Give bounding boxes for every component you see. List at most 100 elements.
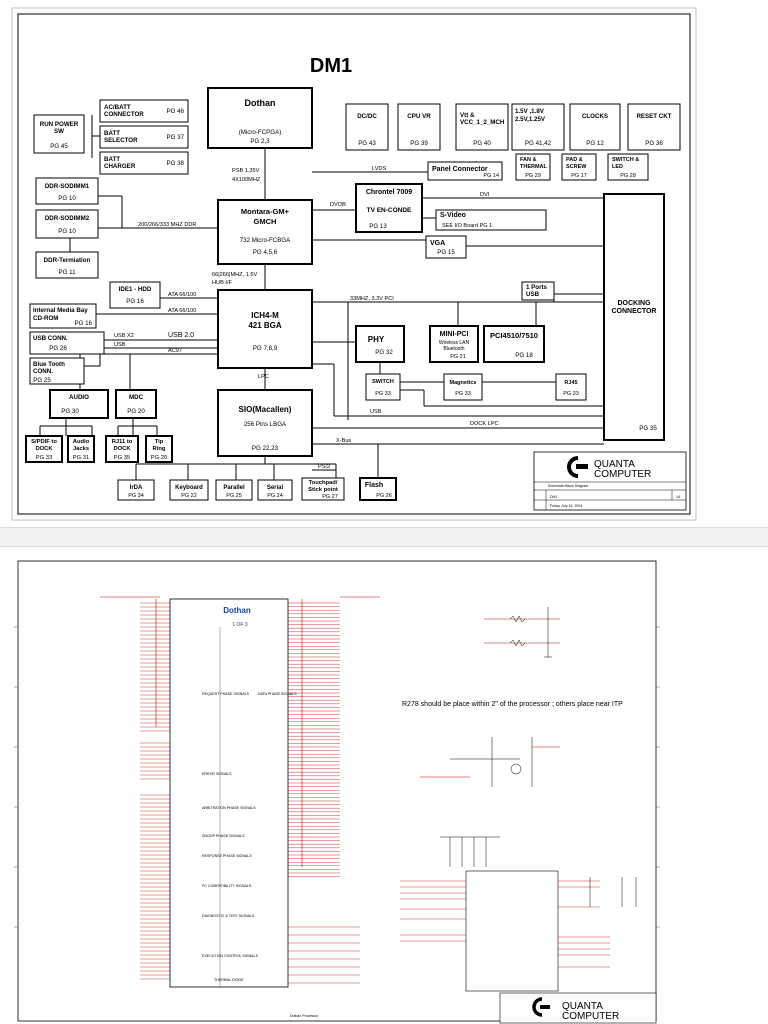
sig-usb-a: USB bbox=[114, 342, 126, 348]
sio-block bbox=[217, 389, 313, 457]
left-pins bbox=[140, 602, 170, 980]
clocks-block bbox=[569, 103, 621, 151]
quanta-logo-icon bbox=[567, 456, 579, 478]
pad-screw-block bbox=[561, 153, 597, 181]
vga-pg: PG 15 bbox=[437, 249, 455, 256]
pci4510-pg: PG 18 bbox=[515, 352, 533, 359]
group-data: DATA PHASE SIGNALS bbox=[258, 692, 297, 696]
phy-pg: PG 32 bbox=[375, 349, 393, 356]
sig-ata1: ATA 66/100 bbox=[168, 292, 196, 298]
keyboard-pg: PG 22 bbox=[181, 493, 197, 499]
group-arbitration: ARBITRATION PHASE SIGNALS bbox=[202, 806, 256, 810]
dothan-pg: PG 2,3 bbox=[250, 138, 270, 145]
rj45-block bbox=[555, 373, 587, 401]
tip-pg: PG 20 bbox=[151, 455, 167, 461]
schematic-title-block: QUANTA COMPUTER bbox=[499, 992, 657, 1024]
svideo-block bbox=[435, 209, 547, 231]
mdc-block bbox=[115, 389, 157, 419]
chip-sub: 1 OF 3 bbox=[232, 622, 248, 628]
spdif-l2: DOCK bbox=[35, 446, 53, 452]
fan-pg: PG 29 bbox=[525, 173, 541, 179]
mdc-pg: PG 20 bbox=[127, 408, 145, 415]
ddr2-pg: PG 10 bbox=[58, 228, 76, 235]
pad-pg: PG 17 bbox=[571, 173, 587, 179]
schematic-svg: Dothan 1 OF 3 REQUEST PHASE SIGNALS DATA… bbox=[14, 560, 660, 1024]
sig-ps2: PS/2 bbox=[318, 464, 330, 470]
rj11-block bbox=[105, 435, 139, 463]
vga-name: VGA bbox=[430, 240, 445, 247]
irda-pg: PG 34 bbox=[128, 493, 144, 499]
spdif-block bbox=[25, 435, 63, 463]
logo-model: DM1 bbox=[550, 495, 557, 499]
media-bay-block bbox=[29, 303, 97, 329]
bottom-label: Dothan Processor bbox=[290, 1014, 319, 1018]
ide-hdd-block bbox=[109, 281, 161, 309]
phy-block bbox=[355, 325, 405, 363]
vga-block bbox=[425, 235, 467, 259]
usbconn-pg: PG 26 bbox=[49, 345, 67, 352]
rj45-pg: PG 33 bbox=[563, 391, 579, 397]
ddr1-name: DDR-SODIMM1 bbox=[45, 183, 90, 190]
quanta-logo-icon-2 bbox=[532, 997, 543, 1017]
docking-l1: DOCKING bbox=[617, 300, 651, 307]
logo-l2: COMPUTER bbox=[594, 469, 651, 480]
audio-name: AUDIO bbox=[69, 394, 89, 401]
right-pins bbox=[288, 602, 360, 984]
serial-name: Serial bbox=[267, 485, 284, 491]
flash-block bbox=[359, 477, 397, 501]
gmch-sub: 732 Micro-FCBGA bbox=[240, 237, 291, 244]
reset-ckt-block bbox=[627, 103, 681, 151]
schematic-sheet: Dothan 1 OF 3 REQUEST PHASE SIGNALS DATA… bbox=[0, 547, 768, 1024]
minipci-s2: Bluetooth bbox=[443, 346, 464, 352]
group-request: REQUEST PHASE SIGNALS bbox=[202, 692, 250, 696]
group-snoop: SNOOP PHASE SIGNALS bbox=[202, 834, 245, 838]
keyboard-block bbox=[169, 479, 209, 501]
spdif-pg: PG 33 bbox=[36, 455, 52, 461]
ddrterm-pg: PG 11 bbox=[58, 269, 76, 276]
tip-l1: Tip bbox=[155, 439, 164, 445]
usbconn-name: USB CONN. bbox=[33, 335, 68, 342]
tip-ring-block bbox=[145, 435, 173, 463]
sig-ata2: ATA 66/100 bbox=[168, 308, 196, 314]
sig-psb: PSB 1.35V bbox=[232, 168, 260, 174]
batt-chg-pg: PG 38 bbox=[166, 160, 184, 167]
minipci-pg: PG 21 bbox=[450, 354, 466, 360]
flash-name: Flash bbox=[365, 482, 383, 489]
docking-pg: PG 35 bbox=[639, 425, 657, 432]
ac-batt-l1: AC/BATT bbox=[104, 104, 131, 111]
serial-pg: PG 24 bbox=[267, 493, 283, 499]
sig-usb-b: USB bbox=[370, 409, 382, 415]
batt-sel-pg: PG 37 bbox=[166, 134, 184, 141]
batt-selector-block bbox=[99, 125, 189, 149]
group-exec: EXECUTION CONTROL SIGNALS bbox=[202, 954, 259, 958]
touchpad-pg: PG 27 bbox=[322, 494, 338, 500]
sig-dvi: DVI bbox=[480, 192, 490, 198]
pad-l2: SCREW bbox=[566, 164, 587, 170]
ddr-sodimm1-block bbox=[35, 177, 99, 205]
switch-block bbox=[365, 373, 401, 401]
pci4510-name: PCI4510/7510 bbox=[490, 331, 538, 340]
ac-batt-pg: PG 46 bbox=[166, 108, 184, 115]
ide-name: IDE1 - HDD bbox=[119, 286, 152, 293]
gmch-pg: PG 4,5,6 bbox=[253, 249, 278, 256]
sig-hub2: HUB I/F bbox=[212, 280, 232, 286]
chrontel-pg: PG 13 bbox=[369, 223, 387, 230]
batt-chg-l2: CHARGER bbox=[104, 163, 136, 170]
chrontel-block bbox=[355, 183, 423, 233]
rj11-l2: DOCK bbox=[113, 446, 131, 452]
batt-chg-l1: BATT bbox=[104, 156, 120, 163]
logo-l1: QUANTA bbox=[594, 459, 635, 470]
svideo-name: S-Video bbox=[440, 212, 466, 219]
clocks-pg: PG 12 bbox=[586, 140, 604, 147]
ich-pg: PG 7,8,9 bbox=[253, 345, 278, 352]
sig-lpc: LPC bbox=[258, 374, 269, 380]
transistor-circuit bbox=[420, 737, 560, 787]
ich4m-block bbox=[217, 289, 313, 369]
logo2-l1: QUANTA bbox=[562, 1001, 603, 1012]
magnetics-block bbox=[443, 373, 483, 401]
ddr-sodimm2-block bbox=[35, 209, 99, 239]
block-diagram-sheet: DM1 bbox=[0, 0, 768, 527]
usb-conn-block bbox=[29, 331, 105, 355]
switch-name: SWITCH bbox=[372, 379, 394, 385]
sig-psb2: 4X100MHZ bbox=[232, 177, 261, 183]
